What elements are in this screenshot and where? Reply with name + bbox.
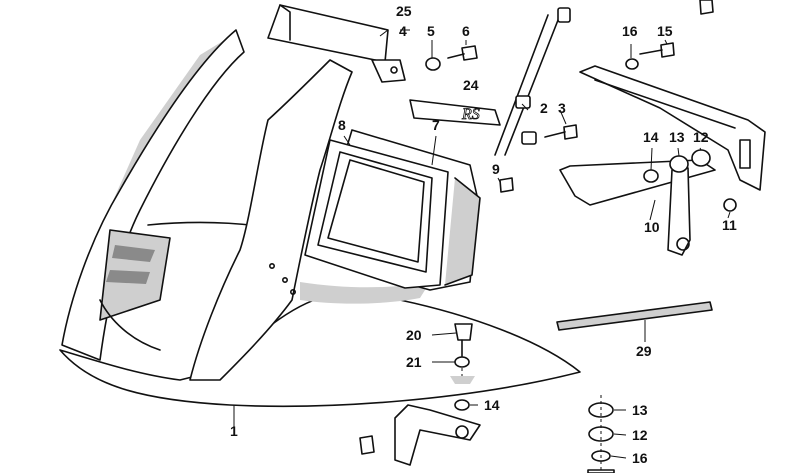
callout-16: 16 xyxy=(622,23,638,39)
emblem: RS xyxy=(409,99,501,126)
callout-21: 21 xyxy=(406,354,422,370)
callout-12b: 12 xyxy=(632,427,648,443)
callout-29: 29 xyxy=(636,343,652,359)
leader-lines xyxy=(233,29,731,459)
callout-13: 13 xyxy=(669,129,685,145)
headlight-assembly xyxy=(304,129,481,291)
callout-14b: 14 xyxy=(484,397,500,413)
fairing-shell xyxy=(59,29,581,408)
callout-8: 8 xyxy=(338,117,346,133)
callout-16b: 16 xyxy=(632,450,648,466)
callout-24: 24 xyxy=(463,77,479,93)
emblem-text: RS xyxy=(461,106,480,123)
callout-6: 6 xyxy=(462,23,470,39)
callout-2: 2 xyxy=(540,100,548,116)
callout-4: 4 xyxy=(399,23,407,39)
callout-1: 1 xyxy=(230,423,238,439)
callout-15: 15 xyxy=(657,23,673,39)
callout-numbers: 1 2 3 4 5 6 7 8 9 10 11 12 13 14 15 16 2… xyxy=(230,3,737,466)
callout-25: 25 xyxy=(396,3,412,19)
hardware xyxy=(359,0,714,473)
callout-3: 3 xyxy=(558,100,566,116)
callout-9: 9 xyxy=(492,161,500,177)
mirror-arm xyxy=(494,7,571,156)
side-bracket xyxy=(559,65,766,256)
callout-20: 20 xyxy=(406,327,422,343)
callout-7: 7 xyxy=(432,117,440,133)
callout-13b: 13 xyxy=(632,402,648,418)
callout-11: 11 xyxy=(722,217,737,233)
callout-12: 12 xyxy=(693,129,709,145)
callout-10: 10 xyxy=(644,219,660,235)
callout-14: 14 xyxy=(643,129,659,145)
trim-strip xyxy=(556,301,713,331)
callout-5: 5 xyxy=(427,23,435,39)
